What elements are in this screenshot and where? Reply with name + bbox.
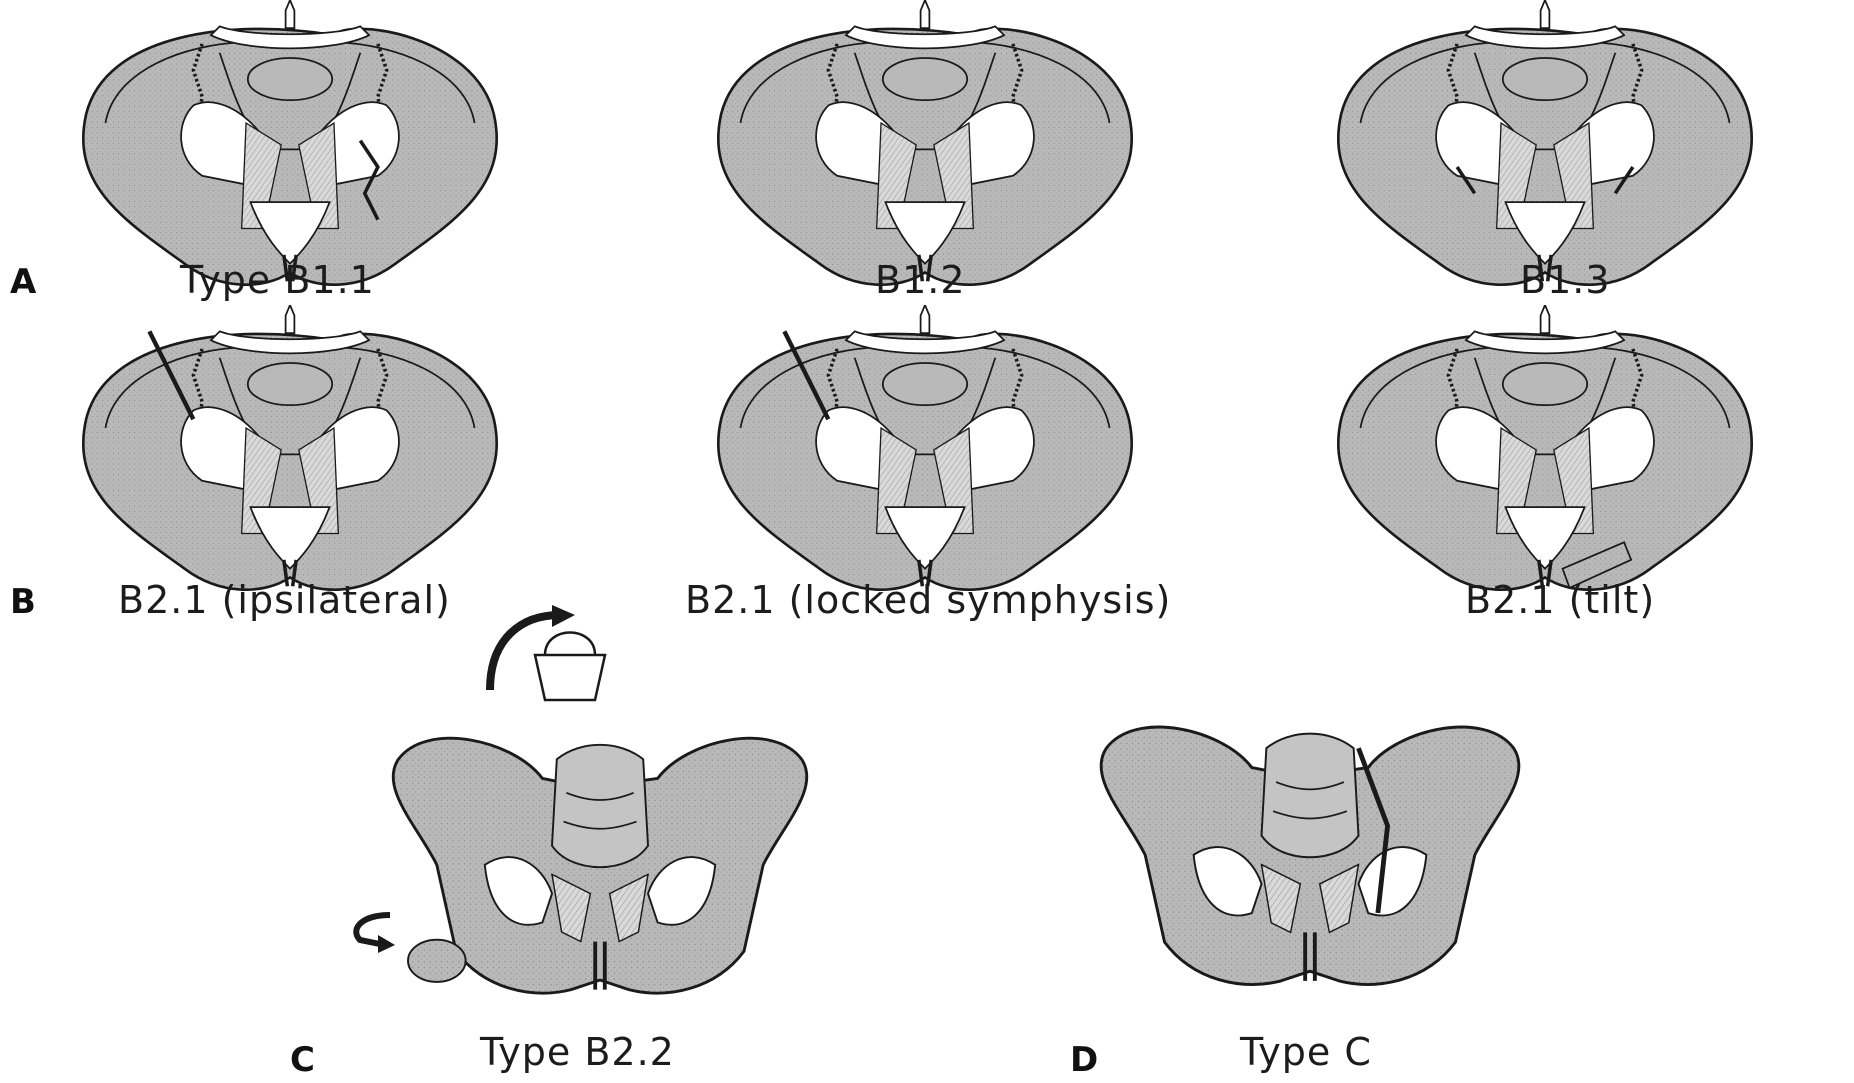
bucket-handle-icon	[480, 600, 640, 710]
pelvis-diagram-b2-1-ipsilateral	[10, 305, 570, 595]
caption-type-b1-1: Type B1.1	[180, 258, 375, 302]
caption-b1-2: B1.2	[875, 258, 966, 302]
caption-b1-3: B1.3	[1520, 258, 1611, 302]
caption-type-b2-2: Type B2.2	[480, 1030, 675, 1074]
row-letter-b: B	[10, 582, 36, 622]
caption-b2-1-tilt: B2.1 (tilt)	[1465, 578, 1655, 622]
caption-b2-1-locked-symphysis: B2.1 (locked symphysis)	[685, 578, 1171, 622]
row-letter-d: D	[1070, 1040, 1098, 1080]
pelvis-diagram-b1-3	[1265, 0, 1825, 290]
pelvis-diagram-b2-1-locked-symphysis	[645, 305, 1205, 595]
pelvis-diagram-b2-1-tilt	[1265, 305, 1825, 595]
pelvis-diagram-b1-1	[10, 0, 570, 290]
pelvis-diagram-b1-2	[645, 0, 1205, 290]
row-letter-c: C	[290, 1040, 315, 1080]
row-letter-a: A	[10, 262, 36, 302]
caption-b2-1-ipsilateral: B2.1 (ipsilateral)	[118, 578, 451, 622]
pelvis-diagram-type-c	[1050, 690, 1570, 1010]
caption-type-c: Type C	[1240, 1030, 1372, 1074]
pelvis-diagram-b2-2	[360, 695, 840, 1025]
